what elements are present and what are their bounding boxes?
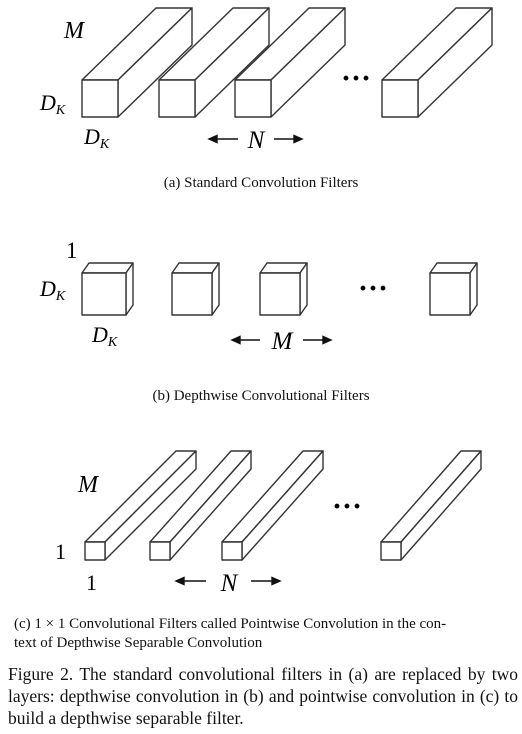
ellipsis-c: ··· xyxy=(332,490,362,523)
filter-c-n xyxy=(380,450,482,561)
filter-b-m xyxy=(429,262,478,316)
filter-b-2 xyxy=(171,262,220,316)
figure-caption: Figure 2. The standard convolutional fil… xyxy=(8,664,518,728)
arrow-a-left xyxy=(207,134,238,144)
label-c-count: N xyxy=(220,570,239,597)
caption-b: (b) Depthwise Convolutional Filters xyxy=(152,388,370,404)
filter-b-3 xyxy=(259,262,308,316)
ellipsis-b: ··· xyxy=(358,272,388,305)
label-c-width: 1 xyxy=(86,570,97,595)
filter-c-3 xyxy=(221,450,324,561)
arrow-b-left xyxy=(230,335,260,345)
caption-c: (c) 1 × 1 Convolutional Filters called P… xyxy=(14,615,514,653)
filter-b-1 xyxy=(81,262,134,316)
label-c-depth: M xyxy=(77,472,100,498)
label-a-width: DK xyxy=(83,124,110,152)
filter-a-2 xyxy=(158,7,270,118)
filter-a-n xyxy=(381,7,493,118)
ellipsis-a: ··· xyxy=(341,62,371,95)
label-b-height: DK xyxy=(39,276,66,304)
filter-a-3 xyxy=(234,7,346,118)
label-b-depth: 1 xyxy=(66,238,78,263)
filter-c-1 xyxy=(84,450,197,561)
label-a-depth: M xyxy=(63,18,86,44)
arrow-b-right xyxy=(303,335,333,345)
arrow-c-right xyxy=(251,576,282,586)
label-b-width: DK xyxy=(91,322,118,350)
filter-a-1 xyxy=(81,7,193,118)
label-a-count: N xyxy=(247,127,266,154)
label-a-height: DK xyxy=(39,90,66,118)
label-b-count: M xyxy=(271,328,294,355)
arrow-c-left xyxy=(174,576,206,586)
caption-a: (a) Standard Convolution Filters xyxy=(163,175,359,191)
caption-c-line1: (c) 1 × 1 Convolutional Filters called P… xyxy=(14,616,447,632)
caption-c-line2: text of Depthwise Separable Convolution xyxy=(14,635,263,651)
label-c-height: 1 xyxy=(55,539,66,564)
arrow-a-right xyxy=(274,134,304,144)
filter-c-2 xyxy=(149,450,252,561)
